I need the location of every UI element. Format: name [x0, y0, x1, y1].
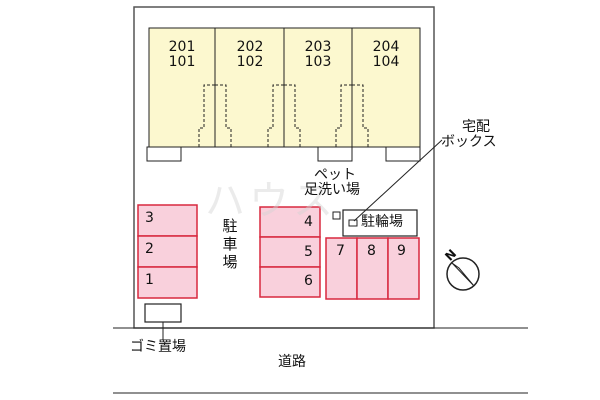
watermark: ハウス [205, 178, 337, 224]
delivery-box-leader [353, 139, 443, 222]
parking-space [259, 266, 321, 298]
parking-space-number: 7 [336, 243, 345, 259]
unit-label-1: 201 101 [150, 40, 214, 70]
parking-space [325, 237, 358, 300]
unit-number-lower: 101 [168, 54, 196, 70]
unit-4-block [351, 27, 421, 148]
unit-number-upper: 204 [372, 39, 400, 55]
unit-label-3: 203 103 [286, 40, 350, 70]
delivery-box-label-line2: ボックス [441, 134, 497, 150]
parking-space-number: 9 [397, 243, 406, 259]
parking-left [137, 204, 198, 299]
unit-label-4: 204 104 [354, 40, 418, 70]
unit-number-upper: 201 [168, 39, 196, 55]
unit-number-lower: 104 [372, 54, 400, 70]
unit-3-block [283, 27, 353, 148]
parking-label: 駐車場 [222, 217, 238, 271]
parking-space-number: 5 [304, 244, 313, 260]
parking-right [325, 237, 420, 300]
unit-number-upper: 202 [236, 39, 264, 55]
unit-1-block [148, 27, 216, 148]
entrance-outlines [198, 84, 369, 147]
compass-needle-light [451, 262, 475, 287]
delivery-box-label-line1: 宅配 [462, 119, 490, 135]
parking-space-number: 2 [145, 241, 154, 257]
parking-space-number: 4 [304, 214, 313, 230]
delivery-box-marker [348, 219, 358, 227]
parking-space [356, 237, 389, 300]
unit-number-lower: 103 [304, 54, 332, 70]
unit-label-2: 202 102 [218, 40, 282, 70]
pet-wash-label-line1: ペット [314, 167, 356, 183]
garbage-station-box [144, 303, 182, 323]
parking-middle [259, 206, 321, 298]
unit-number-lower: 102 [236, 54, 264, 70]
parking-space [387, 237, 420, 300]
building [148, 27, 421, 148]
parking-space [137, 266, 198, 299]
pet-wash-marker [332, 211, 341, 220]
road-label: 道路 [278, 354, 306, 370]
unit-number-upper: 203 [304, 39, 332, 55]
parking-space-number: 1 [145, 272, 154, 288]
parking-space-number: 3 [145, 210, 154, 226]
building-annex [146, 146, 421, 162]
pet-wash-label-line2: 足洗い場 [304, 182, 360, 198]
compass [446, 257, 480, 291]
garbage-station-label: ゴミ置場 [130, 339, 186, 355]
bicycle-parking-label: 駐輪場 [361, 214, 403, 230]
parking-space-number: 6 [304, 273, 313, 289]
parking-space-number: 8 [367, 243, 376, 259]
unit-2-block [214, 27, 285, 148]
